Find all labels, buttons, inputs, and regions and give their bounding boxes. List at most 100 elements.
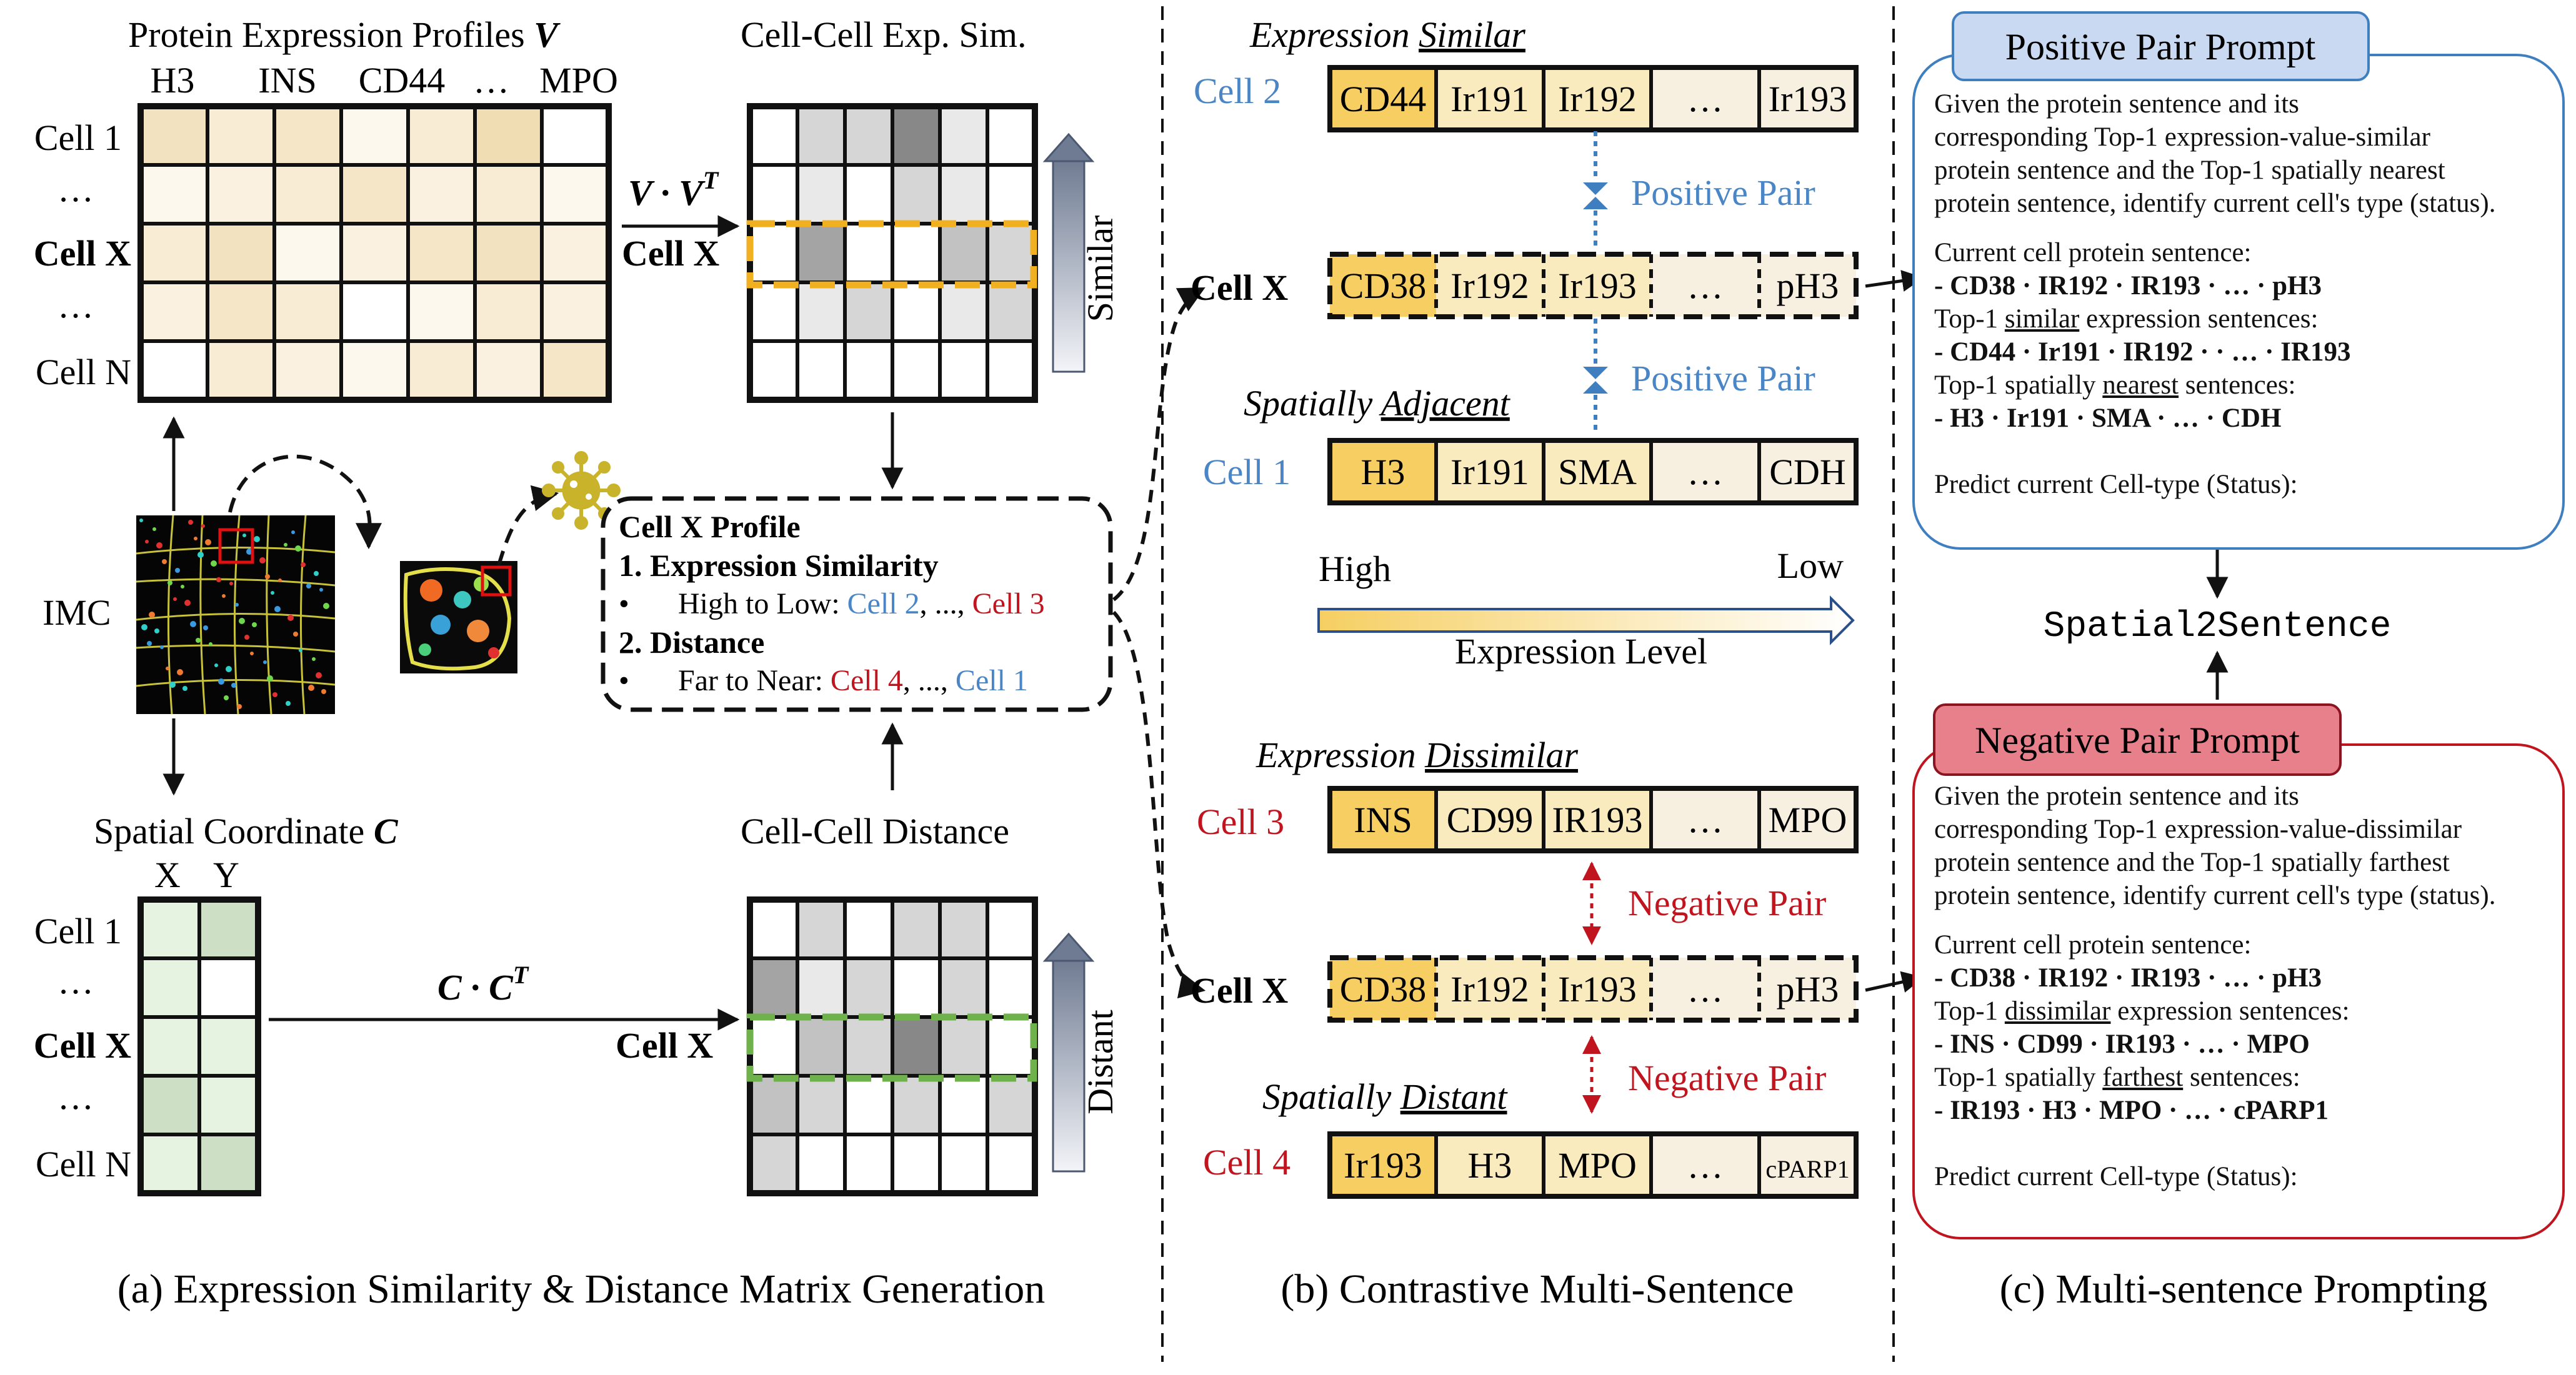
exp-cell <box>406 222 477 284</box>
expression-matrix <box>137 103 612 403</box>
exp-row-label: … <box>57 169 94 209</box>
exp-cell <box>272 222 343 284</box>
heading-expression-similar: Expression Similar <box>1249 14 1525 55</box>
profile-bullet-symbol: • <box>619 664 629 697</box>
spatial-cell <box>197 1015 260 1078</box>
token-label: Ir193 <box>1769 79 1847 119</box>
prompt-line: protein sentence and the Top-1 spatially… <box>1934 156 2445 185</box>
cellx-sentence-bottom: CD38 Ir192 Ir193 … pH3 <box>1327 955 1859 1023</box>
sim-cell <box>843 104 894 167</box>
cellx-profile-box <box>601 496 1113 712</box>
dist-cell <box>986 956 1037 1019</box>
token-label: CD38 <box>1340 969 1427 1010</box>
token-cell <box>1544 254 1651 317</box>
sim-cell <box>748 163 799 226</box>
spatial-row-labels: Cell 1 … Cell X … Cell N <box>34 911 131 1184</box>
exp-cell <box>139 163 209 226</box>
positive-prompt-title: Positive Pair Prompt <box>2005 26 2316 67</box>
exp-row-label: Cell 1 <box>34 117 122 158</box>
prompt-line: corresponding Top-1 expression-value-sim… <box>1934 122 2430 152</box>
spatial-cell <box>139 1015 201 1078</box>
token-label: Ir193 <box>1558 969 1637 1010</box>
caption-c: (c) Multi-sentence Prompting <box>2000 1266 2488 1312</box>
token-label: pH3 <box>1777 969 1839 1010</box>
exp-cell <box>206 104 276 167</box>
profile-bullet-expression: High to Low: Cell 2, ..., Cell 3 <box>678 587 1045 620</box>
spatial-cell <box>197 1133 260 1195</box>
spatial-cell <box>197 1074 260 1136</box>
dist-formula: C · CT <box>437 961 529 1008</box>
distant-arrow-label: Distant <box>1080 1010 1121 1114</box>
exp-cell <box>206 280 276 343</box>
spatial-cell <box>139 1074 201 1136</box>
exp-cell-border <box>137 103 612 403</box>
sim-cell <box>938 222 989 284</box>
exp-cell <box>473 339 544 402</box>
token-label: CD99 <box>1447 800 1534 840</box>
prompt-line: protein sentence and the Top-1 spatially… <box>1934 848 2450 877</box>
prompt-current-label: Current cell protein sentence: <box>1934 930 2252 960</box>
dist-cell <box>891 956 942 1019</box>
spatial-row-label: … <box>57 961 94 1001</box>
dist-cell <box>843 1015 894 1078</box>
exp-cell <box>473 280 544 343</box>
heading-expression-dissimilar: Expression Dissimilar <box>1256 735 1578 775</box>
dist-row-label: Cell X <box>616 1025 713 1066</box>
token-label: … <box>1687 969 1724 1010</box>
exp-cell <box>339 104 410 167</box>
cellx-label-bottom: Cell X <box>1191 970 1288 1011</box>
gradient-arrow-icon <box>1317 595 1855 645</box>
distance-matrix <box>747 896 1038 1196</box>
token-label: … <box>1687 1145 1724 1186</box>
prompt-top1-expr-label: Top-1 similar expression sentences: <box>1934 304 2319 334</box>
exp-col-label: INS <box>258 60 316 101</box>
sim-cell <box>986 104 1037 167</box>
negative-prompt-body: Given the protein sentence and its corre… <box>1934 780 2496 1193</box>
dist-cell <box>843 1074 894 1136</box>
sim-cell <box>843 339 894 402</box>
token-cell <box>1649 1132 1761 1198</box>
exp-cell <box>540 163 611 226</box>
dist-cell <box>796 956 847 1019</box>
exp-matrix-title: Protein Expression Profiles V <box>128 14 561 55</box>
cell3-label: Cell 3 <box>1197 802 1284 842</box>
token-cell <box>1542 439 1653 505</box>
exp-cell <box>206 339 276 402</box>
token-label: Ir192 <box>1450 969 1529 1010</box>
sim-row-label: Cell X <box>622 233 719 274</box>
sim-cell <box>748 222 799 284</box>
exp-col-label: … <box>473 60 509 101</box>
dist-cell <box>986 898 1037 960</box>
negative-prompt-header <box>1933 703 2342 776</box>
sim-cell <box>938 163 989 226</box>
token-cell <box>1328 787 1438 853</box>
prompt-line: Given the protein sentence and its <box>1934 89 2299 119</box>
token-label: cPARP1 <box>1765 1155 1849 1183</box>
prompt-spacer <box>1934 435 2496 468</box>
prompt-spacer <box>1934 220 2496 236</box>
sim-cell <box>938 280 989 343</box>
spatial-row-label: … <box>57 1076 94 1117</box>
prompt-top1-expr-value: - CD44 · Ir191 · IR192 · · … · IR193 <box>1934 337 2351 367</box>
token-label: Ir192 <box>1450 266 1529 306</box>
prompt-line: corresponding Top-1 expression-value-dis… <box>1934 815 2462 844</box>
dist-cell <box>843 898 894 960</box>
token-cell <box>1436 958 1544 1020</box>
exp-row-label-cellx: Cell X <box>34 233 131 274</box>
dist-cell <box>796 1015 847 1078</box>
arrow-profile-to-cellx-bottom <box>1112 610 1206 999</box>
imc-label: IMC <box>42 592 111 633</box>
imc-zoom-image <box>400 561 517 673</box>
negative-pair-label-top: Negative Pair <box>1628 883 1826 923</box>
positive-connector-icon <box>1583 367 1608 394</box>
similar-arrow-label: Similar <box>1080 216 1121 322</box>
profile-bullet-distance: Far to Near: Cell 4, ..., Cell 1 <box>678 664 1028 697</box>
token-row-border <box>1327 252 1859 319</box>
sim-cell <box>986 280 1037 343</box>
token-row-border <box>1327 955 1859 1023</box>
token-label: CD38 <box>1340 266 1427 306</box>
spatial-cell-border <box>137 896 261 1196</box>
exp-cell <box>540 339 611 402</box>
